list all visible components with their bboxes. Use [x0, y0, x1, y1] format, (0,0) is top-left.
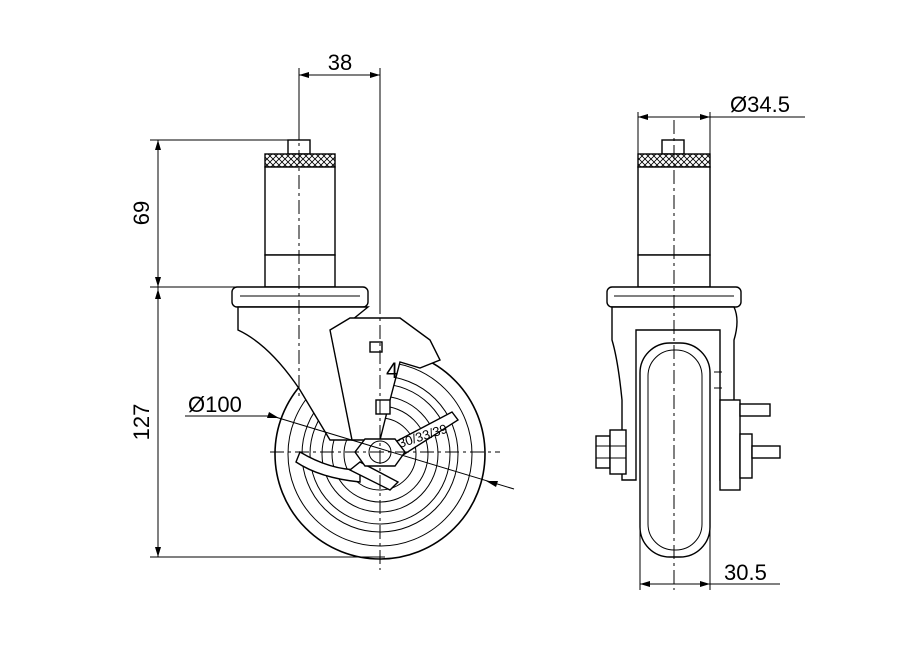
dim-38: 38 — [298, 50, 381, 300]
front-view: Ø34.5 30.5 — [595, 92, 805, 590]
dim-wheel-width: 30.5 — [639, 500, 780, 590]
dim-38-label: 38 — [328, 50, 352, 75]
front-brake-assembly — [714, 371, 781, 491]
front-axle-bolt — [595, 429, 627, 475]
side-fork — [237, 306, 441, 441]
dim-stem-diameter-label: Ø34.5 — [730, 92, 790, 117]
dim-69-label: 69 — [129, 201, 154, 225]
dim-nut-label: 30/33/39 — [396, 421, 449, 451]
dim-stem-diameter: Ø34.5 — [637, 92, 805, 154]
dim-127: 127 — [129, 287, 385, 558]
dim-wheel-diameter: Ø100 — [185, 392, 515, 490]
side-view: 38 69 127 Ø100 4 3 — [129, 50, 515, 570]
dim-brake-label: 4 — [386, 358, 398, 383]
side-stem — [264, 139, 336, 288]
dim-69: 69 — [129, 139, 292, 288]
front-wheel — [639, 342, 711, 558]
dim-wheel-diameter-label: Ø100 — [188, 392, 242, 417]
side-top-plate — [231, 286, 369, 308]
dim-127-label: 127 — [129, 404, 154, 441]
dim-wheel-width-label: 30.5 — [724, 560, 767, 585]
